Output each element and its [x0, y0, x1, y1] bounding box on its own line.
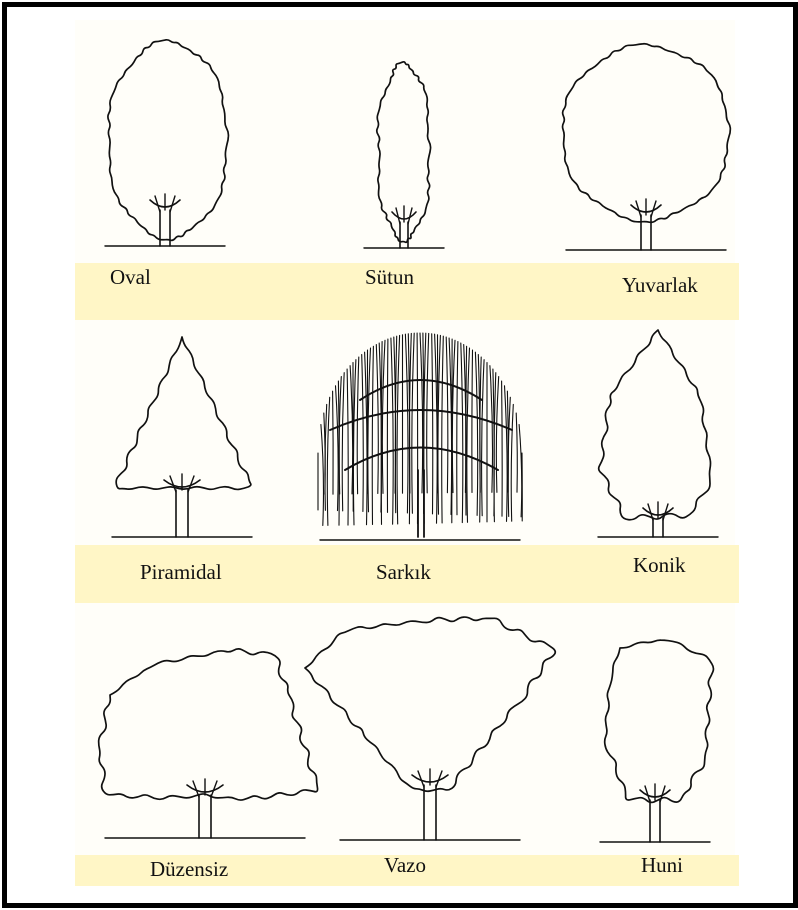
label-sarkik: Sarkık: [376, 560, 431, 585]
label-oval: Oval: [110, 265, 151, 290]
label-konik: Konik: [633, 553, 686, 578]
tree-huni-crown: [605, 640, 714, 802]
label-sutun: Sütun: [365, 265, 414, 290]
label-piramidal: Piramidal: [140, 560, 222, 585]
label-vazo: Vazo: [384, 853, 426, 878]
label-duzensiz: Düzensiz: [150, 857, 228, 882]
label-huni: Huni: [641, 853, 683, 878]
label-yuvarlak: Yuvarlak: [622, 273, 698, 298]
